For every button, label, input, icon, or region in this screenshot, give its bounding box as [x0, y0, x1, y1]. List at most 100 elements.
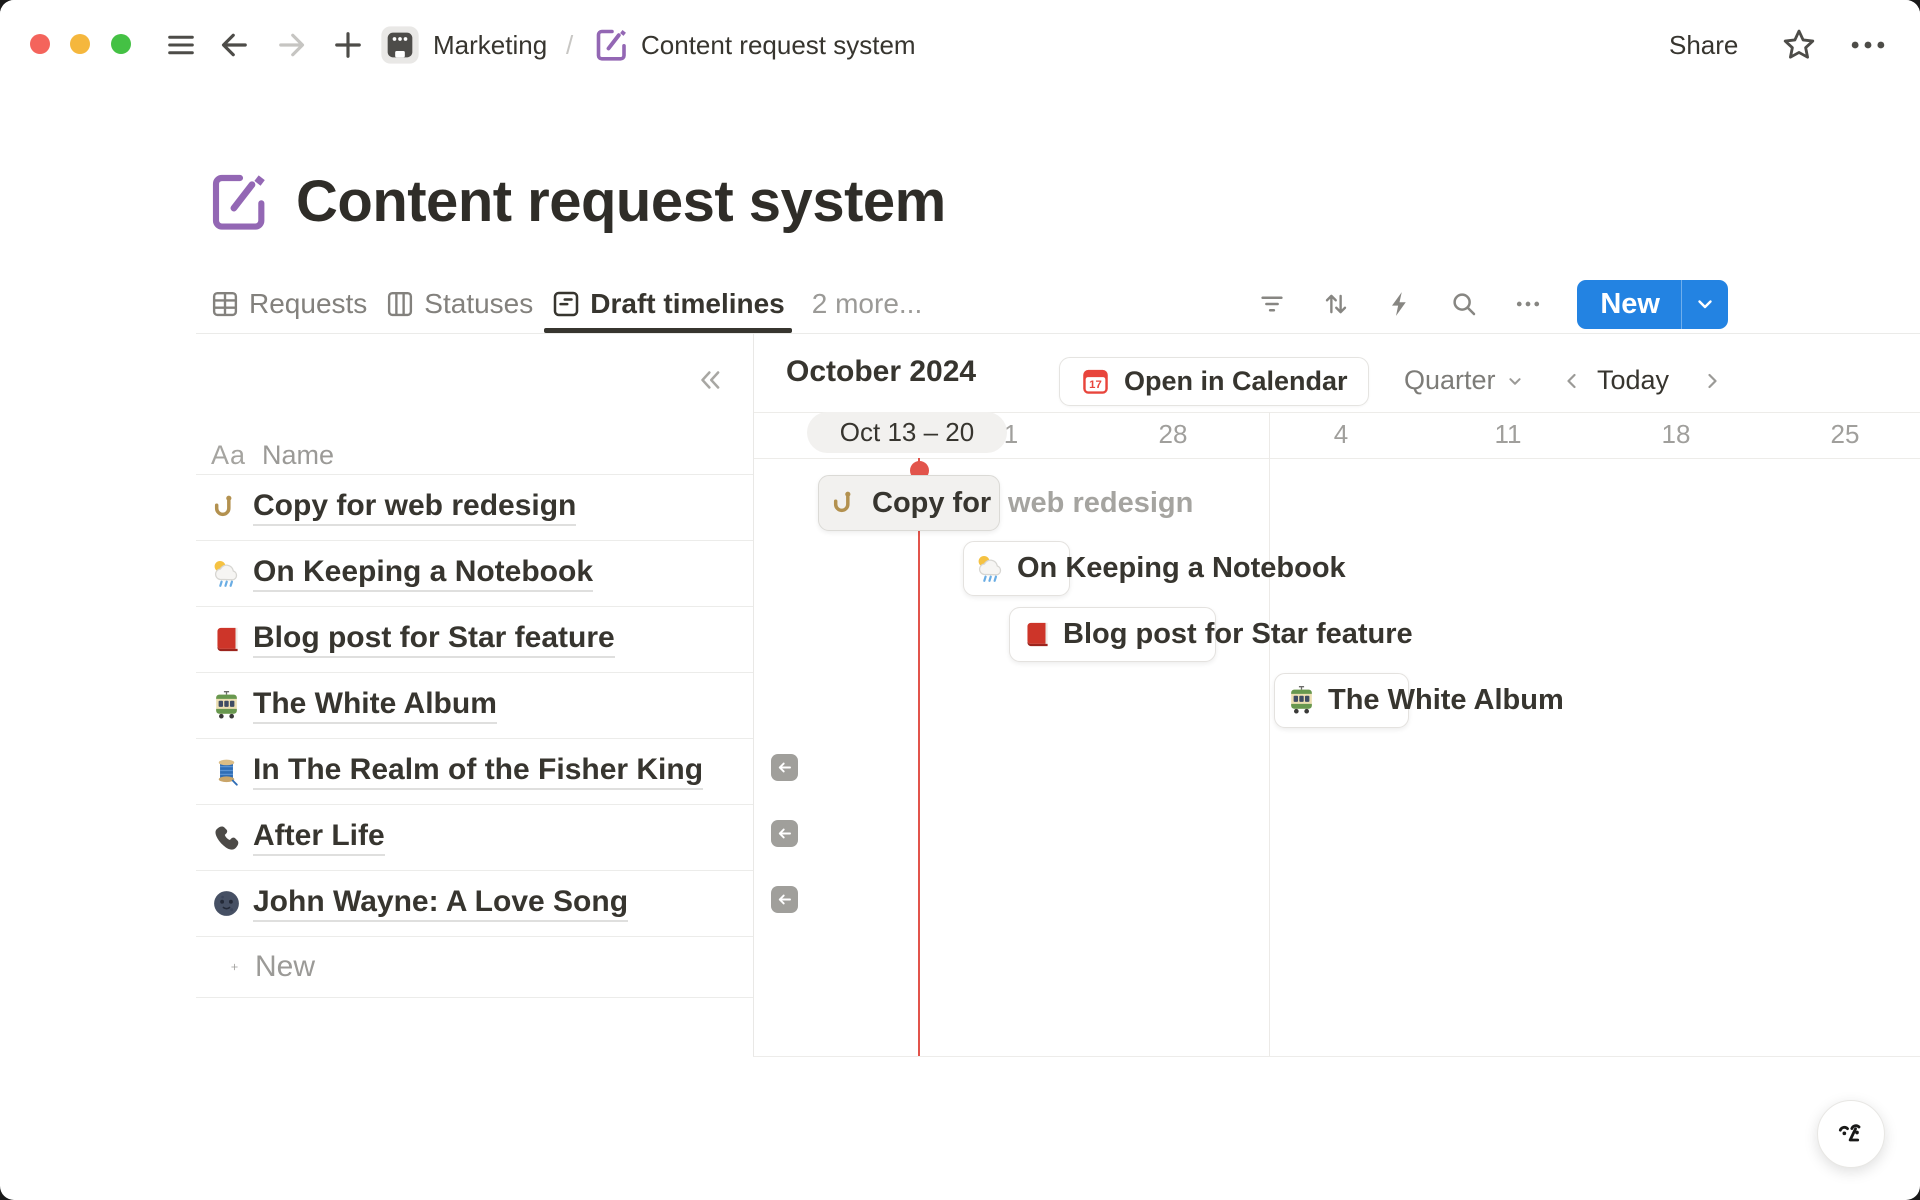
table-row[interactable]: The White Album	[196, 672, 753, 738]
table-row[interactable]: On Keeping a Notebook	[196, 540, 753, 606]
open-in-calendar-button[interactable]: 17 Open in Calendar	[1059, 357, 1369, 406]
forward-arrow-icon[interactable]	[274, 27, 310, 63]
today-button[interactable]: Today	[1597, 365, 1670, 395]
tab-draft-timelines[interactable]: Draft timelines	[542, 276, 794, 333]
marketing-space-icon[interactable]	[380, 25, 420, 65]
week-tick-label: 4	[1333, 419, 1349, 449]
table-rows: Copy for web redesign On Keeping a Notebo…	[196, 474, 753, 998]
row-title-link: In The Realm of the Fisher King	[253, 753, 704, 790]
back-arrow-icon[interactable]	[216, 27, 252, 63]
next-period-chevron-icon[interactable]	[1700, 357, 1724, 404]
new-row-button[interactable]: New	[196, 936, 753, 998]
name-column-header[interactable]: Aa Name	[196, 436, 334, 474]
table-icon	[210, 289, 240, 319]
timeline-bar[interactable]: Blog post for Star feature	[1009, 607, 1413, 662]
new-button-chevron-down-icon[interactable]	[1681, 279, 1728, 329]
page-title[interactable]: Content request system	[296, 169, 946, 234]
arrow-left-icon	[775, 890, 794, 909]
svg-text:17: 17	[1089, 379, 1102, 391]
calendar-17-icon: 17	[1080, 366, 1111, 397]
new-page-plus-icon[interactable]	[330, 27, 366, 63]
scroll-to-bar-left-button[interactable]	[771, 886, 798, 913]
thread-emoji	[211, 756, 242, 787]
text-property-icon: Aa	[211, 439, 247, 470]
hook-emoji	[211, 492, 242, 523]
table-row[interactable]: Copy for web redesign	[196, 474, 753, 540]
arrow-left-icon	[775, 758, 794, 777]
notion-ai-button[interactable]	[1817, 1100, 1885, 1168]
tab-label: Draft timelines	[590, 288, 785, 319]
minimize-window-button[interactable]	[70, 34, 90, 54]
timeline-panel: October 2024 17 Open in Calendar Quarter…	[753, 333, 1920, 1057]
filter-icon[interactable]	[1257, 289, 1287, 319]
today-line	[918, 458, 920, 1056]
row-title-link: The White Album	[253, 687, 497, 724]
timeline-bar-label: Copy for	[872, 486, 992, 519]
more-options-icon[interactable]	[1848, 33, 1888, 57]
timeline-bar[interactable]: The White Album	[1274, 673, 1564, 728]
ai-face-icon	[1831, 1114, 1871, 1154]
tram-emoji	[1286, 685, 1317, 716]
window-top-bar: Marketing / Content request system Share	[0, 0, 1920, 90]
timeline-bar[interactable]: Copy for	[818, 475, 1000, 531]
new-button[interactable]: New	[1600, 287, 1660, 320]
favorite-star-icon[interactable]	[1780, 26, 1818, 64]
zoom-level-value: Quarter	[1404, 365, 1496, 395]
tram-emoji	[211, 690, 242, 721]
red-book-emoji	[1021, 619, 1052, 650]
breadcrumb-page[interactable]: Content request system	[641, 29, 916, 60]
table-row[interactable]: After Life	[196, 804, 753, 870]
date-row-top-border	[754, 412, 1920, 413]
timeline-bar[interactable]: On Keeping a Notebook	[963, 541, 1346, 596]
page-memo-icon-large[interactable]	[208, 170, 272, 234]
breadcrumb-space[interactable]: Marketing	[433, 29, 548, 60]
tab-label: Statuses	[424, 288, 534, 319]
week-tick-label: 18	[1661, 419, 1691, 449]
sidebar-menu-icon[interactable]	[163, 28, 199, 62]
moon-face-emoji	[211, 888, 242, 919]
week-tick-label: 11	[1494, 419, 1522, 449]
share-button[interactable]: Share	[1669, 29, 1739, 60]
name-column-label: Name	[262, 439, 335, 470]
page-header: Content request system	[208, 168, 946, 235]
table-row[interactable]: Blog post for Star feature	[196, 606, 753, 672]
sun-rain-cloud-emoji	[975, 553, 1006, 584]
timeline-bar-label: The White Album	[1328, 684, 1564, 716]
date-row-bottom-border	[754, 458, 1920, 459]
collapse-double-chevron-icon[interactable]	[695, 365, 725, 395]
row-title-link: On Keeping a Notebook	[253, 555, 594, 592]
sort-icon[interactable]	[1321, 289, 1351, 319]
tab-more[interactable]: 2 more...	[811, 288, 923, 319]
timeline-bar-label: On Keeping a Notebook	[1017, 552, 1346, 584]
month-boundary-gridline	[1269, 412, 1270, 1056]
row-title-link: Blog post for Star feature	[253, 621, 615, 658]
timeline-zoom-select[interactable]: Quarter	[1404, 357, 1526, 404]
timeline-table-sidebar: Aa Name Copy for web redesign On Keeping …	[196, 333, 753, 998]
automation-lightning-icon[interactable]	[1385, 289, 1415, 319]
breadcrumb-separator: /	[566, 29, 574, 60]
timeline-month-title[interactable]: October 2024	[786, 355, 977, 388]
scroll-to-bar-left-button[interactable]	[771, 820, 798, 847]
week-tick-label: 1	[1003, 419, 1019, 449]
table-row[interactable]: In The Realm of the Fisher King	[196, 738, 753, 804]
drag-date-range-pill: Oct 13 – 20	[807, 412, 1007, 453]
chevron-down-icon	[1508, 377, 1521, 385]
timeline-icon	[551, 289, 581, 319]
row-title-link: John Wayne: A Love Song	[253, 885, 629, 922]
close-window-button[interactable]	[30, 34, 50, 54]
hook-emoji	[830, 488, 861, 519]
table-row[interactable]: John Wayne: A Love Song	[196, 870, 753, 936]
row-title-link: After Life	[253, 819, 385, 856]
tab-requests[interactable]: Requests	[201, 276, 376, 332]
scroll-to-bar-left-button[interactable]	[771, 754, 798, 781]
view-tabs-row: Requests Statuses Draft timelines 2 more...…	[196, 276, 1920, 334]
previous-period-chevron-icon[interactable]	[1560, 357, 1584, 404]
view-options-ellipsis-icon[interactable]	[1513, 289, 1543, 319]
tab-statuses[interactable]: Statuses	[376, 276, 542, 332]
sun-rain-cloud-emoji	[211, 558, 242, 589]
zoom-window-button[interactable]	[111, 34, 131, 54]
tab-label: Requests	[249, 288, 368, 319]
board-icon	[385, 289, 415, 319]
search-icon[interactable]	[1449, 289, 1479, 319]
red-book-emoji	[211, 624, 242, 655]
